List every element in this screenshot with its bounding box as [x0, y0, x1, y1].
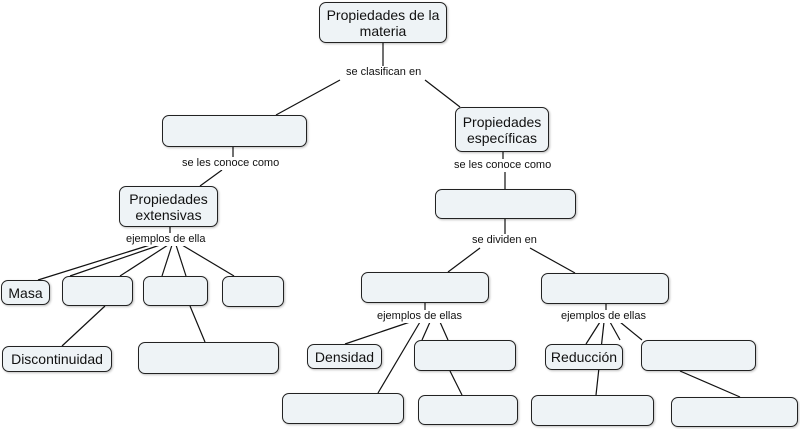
node-propiedades-especificas[interactable]: Propiedades específicas — [455, 107, 549, 152]
node-blank-dens-2[interactable] — [282, 393, 404, 424]
link-se-clasifican-en: se clasifican en — [344, 66, 424, 79]
link-se-les-conoce-como-right: se les conoce como — [452, 159, 554, 172]
node-blank-ext-3[interactable] — [222, 276, 284, 307]
node-densidad[interactable]: Densidad — [307, 344, 382, 369]
node-blank-left[interactable] — [162, 115, 307, 147]
node-blank-div-1[interactable] — [361, 272, 489, 303]
node-blank-ext-1[interactable] — [62, 276, 133, 306]
node-blank-dens-3[interactable] — [418, 395, 518, 425]
node-blank-dens-1[interactable] — [414, 340, 516, 371]
node-blank-red-1[interactable] — [641, 340, 756, 371]
node-propiedades-materia[interactable]: Propiedades de la materia — [319, 2, 447, 43]
link-se-dividen-en: se dividen en — [470, 234, 539, 247]
node-reduccion[interactable]: Reducción — [545, 344, 623, 370]
node-blank-red-3[interactable] — [671, 397, 798, 427]
node-propiedades-extensivas[interactable]: Propiedades extensivas — [119, 186, 218, 227]
link-ejemplos-de-ellas-left: ejemplos de ellas — [375, 310, 464, 323]
link-ejemplos-de-ella: ejemplos de ella — [124, 233, 208, 246]
node-blank-div-2[interactable] — [541, 273, 669, 304]
link-ejemplos-de-ellas-right: ejemplos de ellas — [559, 310, 648, 323]
node-discontinuidad[interactable]: Discontinuidad — [2, 346, 112, 372]
node-blank-ext-2[interactable] — [143, 276, 208, 306]
node-masa[interactable]: Masa — [1, 280, 50, 305]
link-se-les-conoce-como-left: se les conoce como — [180, 157, 282, 170]
node-blank-red-2[interactable] — [531, 395, 654, 426]
node-blank-ext-4[interactable] — [138, 342, 279, 374]
node-blank-right[interactable] — [435, 189, 576, 219]
